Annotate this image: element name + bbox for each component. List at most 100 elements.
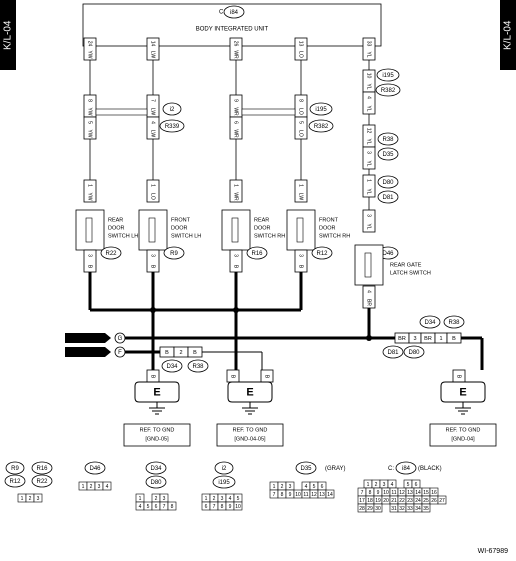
- pin-number: 4: [366, 290, 372, 293]
- unit-pin-num: 24: [87, 41, 93, 47]
- legend-i195-oval: [212, 475, 236, 489]
- code-D46-text: D46: [382, 251, 394, 257]
- switch-code-oval: [246, 246, 268, 260]
- legend-cell-num: 18: [367, 498, 373, 504]
- ground-pin-wire: B: [264, 375, 270, 379]
- code-D80-text: D80: [382, 180, 394, 186]
- code-D34-left-text: D34: [166, 364, 178, 370]
- legend-i84-conn: C:: [388, 466, 394, 472]
- legend-cell-num: 7: [163, 504, 166, 510]
- legend-cell-num: 11: [303, 492, 308, 498]
- junction-bar-right: [241, 108, 296, 116]
- code-R382-b-text: R382: [381, 88, 396, 94]
- legend-g2-cell: [102, 481, 112, 491]
- legend-cell-num: 6: [415, 482, 418, 488]
- ground-ref-gnd: [GND-04]: [451, 436, 475, 442]
- junction-dot: [150, 307, 156, 313]
- code-R339-oval: [159, 119, 185, 133]
- switch-label: SWITCH RH: [254, 233, 285, 239]
- wire-color: LW: [150, 130, 156, 137]
- switch-code-oval: [163, 246, 185, 260]
- legend-D80-text: D80: [150, 480, 162, 486]
- code-D80-right-oval: [403, 345, 425, 359]
- legend-g6-cell: [373, 503, 383, 513]
- switch-code-text: R9: [170, 251, 178, 257]
- switch-top-pin: [83, 179, 97, 203]
- legend-cell-num: 8: [171, 504, 174, 510]
- wire-color: YW: [87, 107, 93, 115]
- unit-pin-num: 26: [233, 41, 239, 47]
- switch-label: SWITCH LH: [171, 233, 201, 239]
- wire-color: B: [87, 265, 93, 269]
- wire-color: YL: [366, 138, 372, 144]
- ground-block: [227, 381, 273, 403]
- switch-bot-pin: [294, 249, 308, 273]
- legend-R9-oval: [5, 461, 25, 475]
- inline-left-b: [187, 346, 203, 358]
- legend-cell-num: 14: [415, 490, 421, 496]
- code-i195-oval: [309, 102, 333, 116]
- legend-cell-num: 1: [205, 496, 208, 502]
- pin-number: 3: [150, 254, 156, 257]
- switch-bot-pin: [146, 249, 160, 273]
- code-R38-right-oval: [443, 315, 465, 329]
- ground-ref-box: [123, 423, 191, 447]
- ref-arrow: [65, 333, 111, 343]
- legend-cell-num: 2: [29, 496, 32, 502]
- pin-number: 3: [366, 214, 372, 217]
- switch-label: REAR: [254, 217, 269, 223]
- wire-color: YL: [366, 83, 372, 89]
- components: [4, 3, 497, 513]
- legend-cell-num: 31: [391, 506, 397, 512]
- junction-lower: [146, 116, 160, 140]
- code-D81-right-oval: [382, 345, 404, 359]
- figure-code: WI-67989: [477, 548, 508, 555]
- pin-number: 1: [298, 184, 304, 187]
- junction-dot: [366, 335, 372, 341]
- switch-code-oval: [100, 246, 122, 260]
- pin-number: 5: [87, 121, 93, 124]
- legend-cell-num: 3: [163, 496, 166, 502]
- legend-cell-num: 7: [361, 490, 364, 496]
- unit-pin-wire: WR: [233, 50, 239, 59]
- legend-R12-text: R12: [9, 479, 21, 485]
- legend-cell-num: 21: [391, 498, 397, 504]
- legend-cell-num: 1: [139, 496, 142, 502]
- pin-number: 10: [366, 73, 372, 79]
- code-R38-left-oval: [187, 359, 209, 373]
- ref-label: K/L-03: [77, 336, 95, 342]
- unit-pin-24: [83, 37, 97, 61]
- pin-number: 5: [298, 121, 304, 124]
- pin-number: 1: [233, 184, 239, 187]
- switch-label: FRONT: [171, 217, 191, 223]
- legend-cell-num: 13: [319, 492, 325, 498]
- wire-color: LW: [150, 108, 156, 115]
- wire-color: YL: [366, 188, 372, 194]
- legend-cell-num: 34: [415, 506, 421, 512]
- legend-cell-num: 35: [423, 506, 429, 512]
- pin-number: 8: [298, 99, 304, 102]
- legend-cell-num: 3: [221, 496, 224, 502]
- junction-dot: [233, 307, 239, 313]
- legend-cell-num: 16: [431, 490, 437, 496]
- yl-pin-top2: [362, 91, 376, 115]
- ground-ref-label: REF. TO GND: [446, 427, 481, 433]
- legend-D35-oval: [295, 461, 317, 475]
- legend-cell-num: 11: [391, 490, 396, 496]
- legend-cell-num: 10: [383, 490, 389, 496]
- pin-number: 9: [233, 99, 239, 102]
- legend-black-note: (BLACK): [418, 466, 442, 472]
- legend-g4-cell: [233, 501, 243, 511]
- legend-D35-text: D35: [300, 466, 312, 472]
- legend-cell-num: 24: [415, 498, 421, 504]
- switch-label: DOOR: [319, 225, 336, 231]
- pin-number: 8: [87, 99, 93, 102]
- code-D34-right-text: D34: [424, 320, 436, 326]
- code-D35-oval: [377, 147, 399, 161]
- legend-cell-num: 29: [367, 506, 373, 512]
- pin-number: 4: [150, 121, 156, 124]
- legend-cell-num: 3: [289, 484, 292, 490]
- door-switch-contact: [231, 217, 239, 243]
- unit-pin-wire: LW: [150, 51, 156, 58]
- code-R382-oval: [308, 119, 334, 133]
